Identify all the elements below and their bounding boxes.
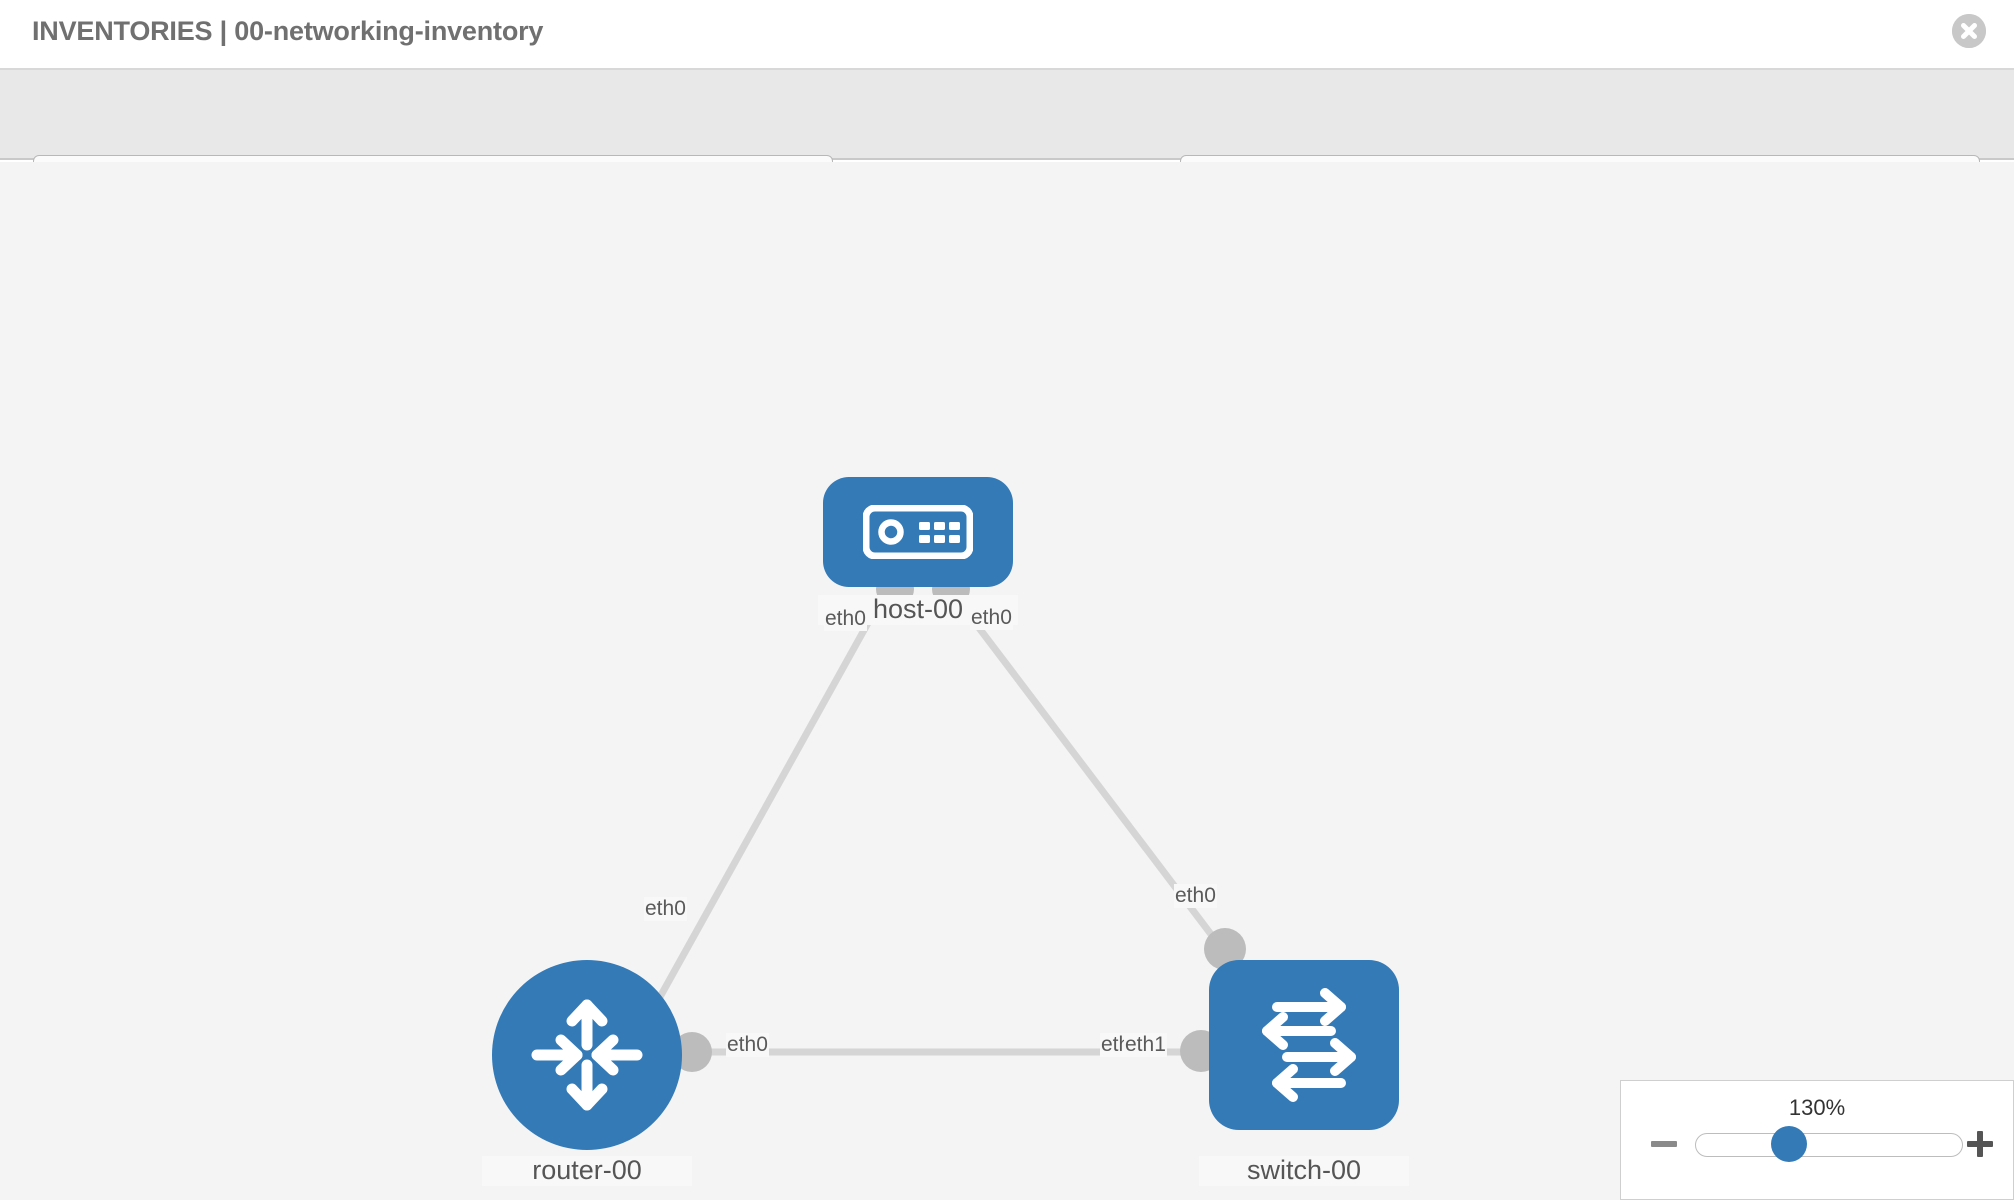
switch-node-label: switch-00 [1199, 1155, 1409, 1186]
zoom-slider-thumb[interactable] [1771, 1126, 1807, 1162]
router-node-shape [492, 960, 682, 1150]
router-node-label: router-00 [482, 1155, 692, 1186]
server-icon [863, 505, 973, 559]
switch-arrows-icon [1262, 988, 1356, 1102]
interface-label-switch-up: eth0 [1174, 884, 1217, 909]
topology-node-router-00[interactable]: router-00 [482, 960, 692, 1186]
zoom-slider-track[interactable] [1695, 1133, 1963, 1157]
toolbar: ACTIONS SEARCH [0, 70, 2014, 211]
page-header: INVENTORIES | 00-networking-inventory [0, 0, 2014, 70]
interface-label-host-left: eth0 [824, 607, 867, 632]
page-title: INVENTORIES | 00-networking-inventory [32, 16, 544, 46]
zoom-out-button[interactable] [1649, 1129, 1679, 1159]
interface-label-router-up: eth0 [644, 897, 687, 922]
interface-label-router-right: eth0 [726, 1033, 769, 1058]
interface-label-host-right: eth0 [970, 606, 1013, 631]
zoom-in-button[interactable] [1965, 1129, 1995, 1159]
interface-label-switch-left: eth1 [1124, 1033, 1167, 1058]
topology-links [656, 584, 1235, 1056]
close-icon[interactable] [1952, 14, 1986, 48]
router-arrows-icon [531, 999, 643, 1111]
topology-node-switch-00[interactable]: switch-00 [1199, 960, 1409, 1186]
switch-node-shape [1209, 960, 1399, 1130]
topology-canvas[interactable]: host-00 [0, 162, 2014, 1200]
host-node-shape [823, 477, 1013, 587]
zoom-level-value: 130% [1788, 1095, 1846, 1120]
zoom-control-panel: 130% [1620, 1080, 2014, 1200]
